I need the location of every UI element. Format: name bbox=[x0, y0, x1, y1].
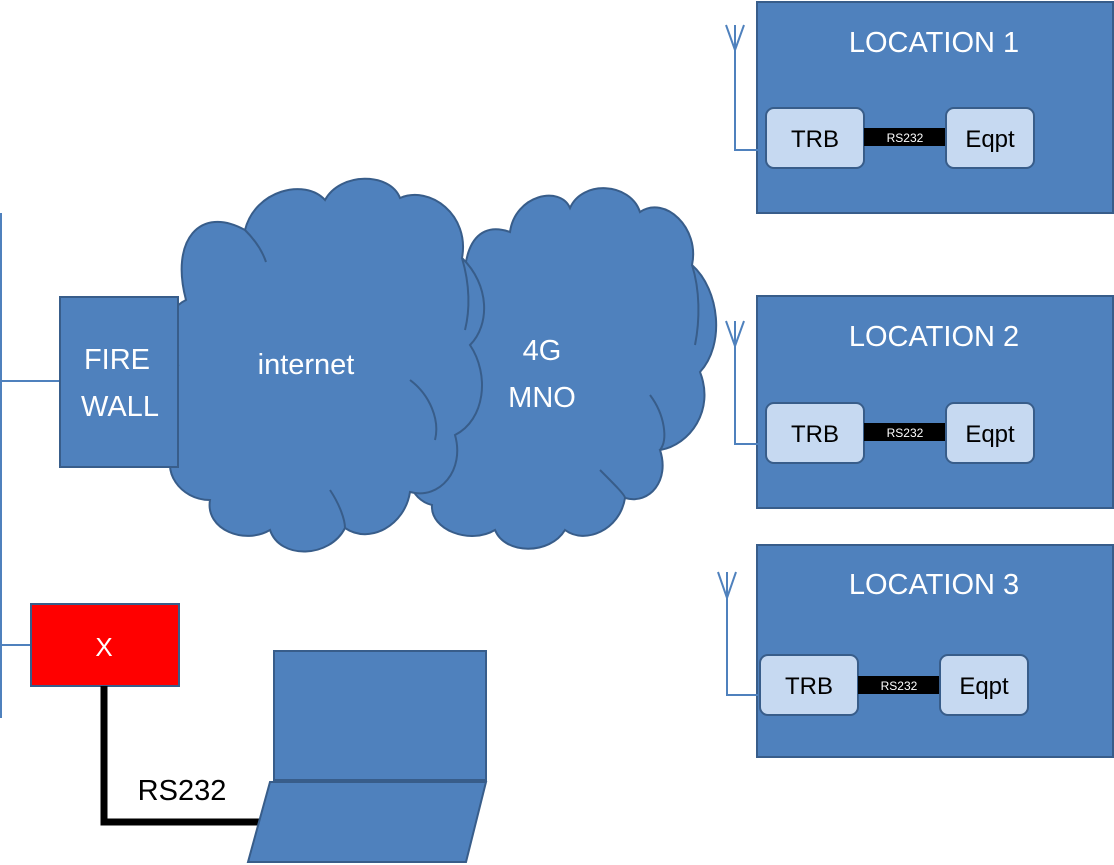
firewall-box: FIRE WALL bbox=[59, 296, 179, 468]
rs232-link-2 bbox=[864, 423, 946, 441]
location-1: LOCATION 1 TRB RS232 Eqpt bbox=[725, 1, 1114, 214]
equipment-2 bbox=[945, 402, 1035, 464]
rs232-cable: RS232 bbox=[100, 686, 265, 826]
rs232-link-label-3: RS232 bbox=[881, 679, 918, 693]
mno-label-line1: 4G bbox=[523, 335, 562, 367]
equipment-label-1: Eqpt bbox=[965, 126, 1015, 153]
location-2: LOCATION 2 TRB RS232 Eqpt bbox=[725, 295, 1114, 509]
laptop-icon bbox=[246, 650, 488, 863]
location-2-title: LOCATION 2 bbox=[849, 321, 1019, 353]
rs232-cable-label: RS232 bbox=[138, 775, 227, 807]
location-3: LOCATION 3 TRB RS232 Eqpt bbox=[717, 544, 1114, 758]
rs232-link-1 bbox=[864, 128, 946, 146]
antenna-icon bbox=[725, 320, 766, 445]
equipment-label-2: Eqpt bbox=[965, 421, 1015, 448]
alarm-box-label: X bbox=[95, 632, 112, 662]
mno-cloud: 4G MNO bbox=[402, 187, 718, 550]
mno-label-line2: MNO bbox=[508, 382, 576, 414]
equipment-1 bbox=[945, 107, 1035, 169]
location-1-title: LOCATION 1 bbox=[849, 27, 1019, 59]
equipment-label-3: Eqpt bbox=[959, 673, 1009, 700]
firewall-label-line1: FIRE bbox=[84, 344, 150, 376]
trb-label-2: TRB bbox=[791, 421, 839, 448]
location-3-title: LOCATION 3 bbox=[849, 569, 1019, 601]
trb-label-3: TRB bbox=[785, 673, 833, 700]
equipment-3 bbox=[939, 654, 1029, 716]
rs232-link-3 bbox=[858, 676, 940, 694]
antenna-icon bbox=[725, 24, 766, 151]
trb-label-1: TRB bbox=[791, 126, 839, 153]
internet-label: internet bbox=[258, 349, 355, 381]
firewall-label-line2: WALL bbox=[81, 391, 159, 423]
lan-backbone bbox=[0, 213, 60, 718]
rs232-link-label-2: RS232 bbox=[887, 426, 924, 440]
alarm-box: X bbox=[30, 603, 180, 687]
rs232-link-label-1: RS232 bbox=[887, 131, 924, 145]
internet-cloud: internet bbox=[155, 177, 486, 553]
antenna-icon bbox=[717, 571, 760, 696]
